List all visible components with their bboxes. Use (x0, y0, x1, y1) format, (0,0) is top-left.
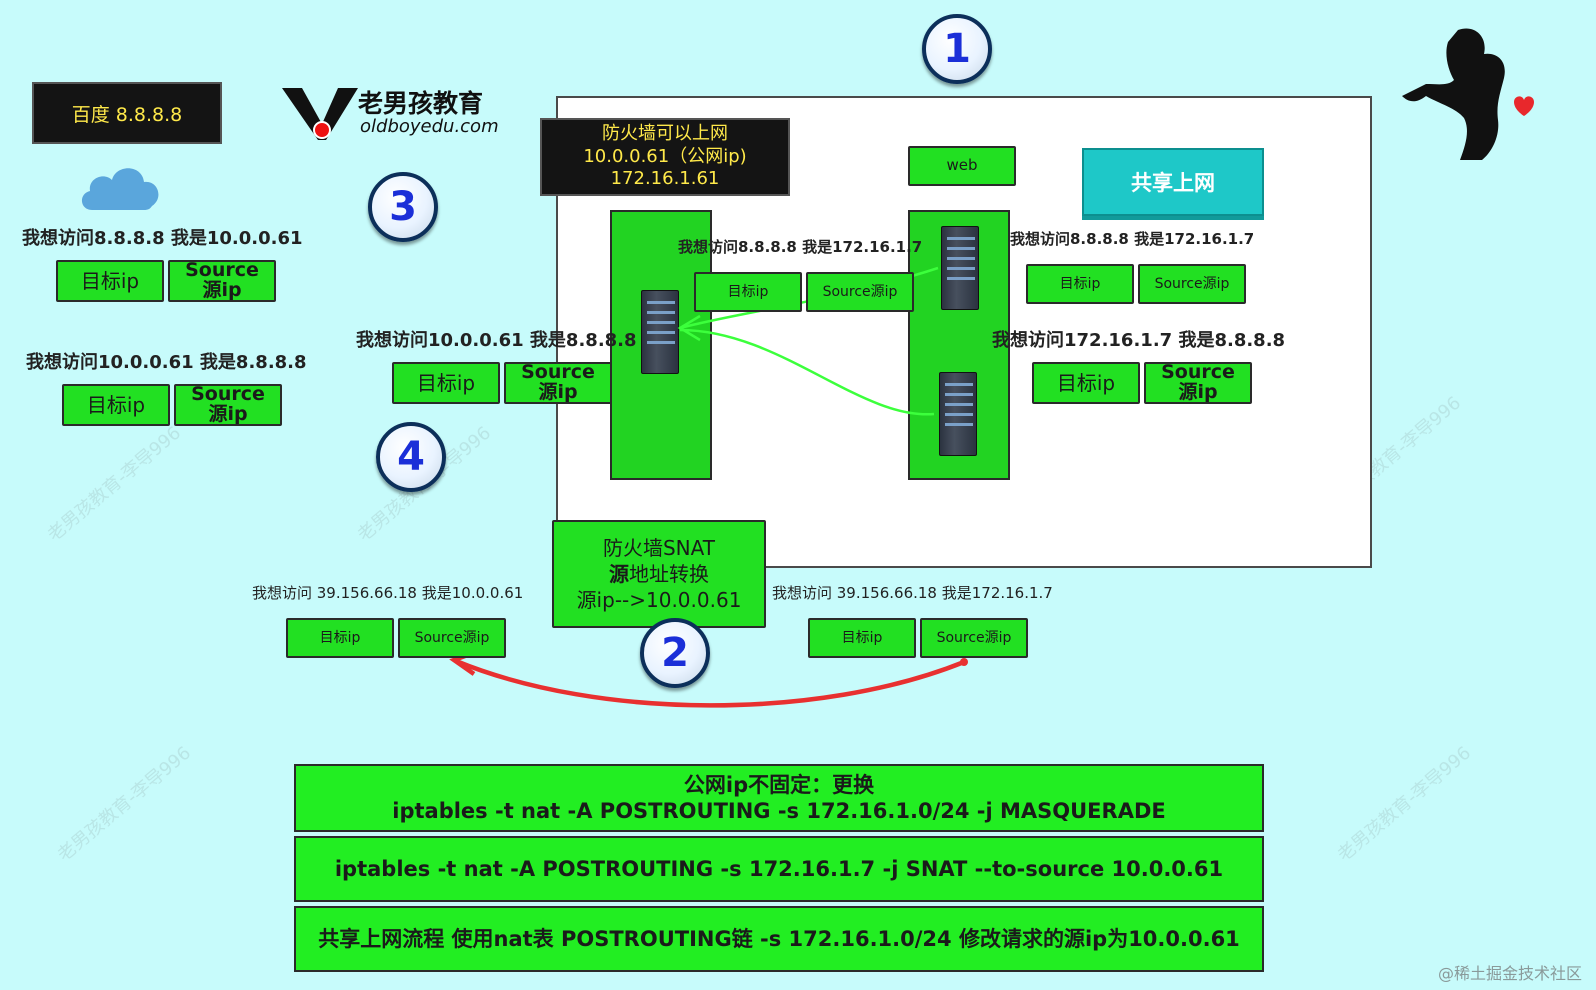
firewall-server-icon (641, 290, 679, 374)
mid-left-source-ip-label: 源ip (538, 381, 578, 403)
command-snat-box: iptables -t nat -A POSTROUTING -s 172.16… (294, 836, 1264, 902)
bottom-left-source-ip-box: Source源ip (398, 618, 506, 658)
bottom-left-target-ip-box: 目标ip (286, 618, 394, 658)
left-source-ip-label: Source (185, 259, 259, 282)
step-4-badge: 4 (376, 422, 446, 492)
left-source-ip-box: Source 源ip (168, 260, 276, 302)
left-source-ip-label: 源ip (202, 279, 242, 301)
left-request-label: 我想访问8.8.8.8 我是10.0.0.61 (22, 228, 303, 249)
command-summary-text: 共享上网流程 使用nat表 POSTROUTING链 -s 172.16.1.0… (318, 926, 1240, 951)
left-reply-target-ip-box: 目标ip (62, 384, 170, 426)
command-summary-box: 共享上网流程 使用nat表 POSTROUTING链 -s 172.16.1.0… (294, 906, 1264, 972)
step-3-badge: 3 (368, 172, 438, 242)
share-internet-label: 共享上网 (1131, 171, 1215, 195)
mid-left-target-ip-label: 目标ip (416, 370, 476, 395)
badge-number: 1 (943, 26, 971, 72)
web-label-box: web (908, 146, 1016, 186)
right-reply-source-ip-label: 源ip (1178, 381, 1218, 403)
right-target-ip-box: 目标ip (1026, 264, 1134, 304)
logo-mark-icon (282, 88, 358, 140)
mid-left-source-ip-box: Source 源ip (504, 362, 612, 404)
mid-left-target-ip-box: 目标ip (392, 362, 500, 404)
left-target-ip-box: 目标ip (56, 260, 164, 302)
firewall-title-line: 防火墙可以上网 (602, 123, 728, 145)
bottom-right-target-ip-box: 目标ip (808, 618, 916, 658)
bottom-right-source-ip-label: Source源ip (936, 629, 1012, 646)
command-masquerade-title: 公网ip不固定：更换 (683, 772, 875, 797)
left-target-ip-label: 目标ip (80, 268, 140, 293)
credit-label: @稀土掘金技术社区 (1437, 964, 1582, 983)
step-2-badge: 2 (640, 618, 710, 688)
firewall-title-line: 10.0.0.61（公网ip) (583, 145, 747, 167)
inner-source-ip-label: Source源ip (822, 283, 898, 300)
inner-source-ip-box: Source源ip (806, 272, 914, 312)
right-reply-source-ip-box: Source 源ip (1144, 362, 1252, 404)
badge-number: 4 (397, 434, 425, 480)
command-masquerade-box: 公网ip不固定：更换 iptables -t nat -A POSTROUTIN… (294, 764, 1264, 832)
left-reply-label: 我想访问10.0.0.61 我是8.8.8.8 (26, 352, 307, 373)
right-source-ip-box: Source源ip (1138, 264, 1246, 304)
bottom-left-target-ip-label: 目标ip (319, 629, 361, 646)
bottom-right-target-ip-label: 目标ip (841, 629, 883, 646)
cloud-icon (81, 168, 159, 210)
mid-left-label: 我想访问10.0.0.61 我是8.8.8.8 (356, 330, 637, 351)
share-internet-button[interactable]: 共享上网 (1082, 148, 1264, 216)
bottom-right-label: 我想访问 39.156.66.18 我是172.16.1.7 (772, 584, 1053, 602)
snat-line: 源ip-->10.0.0.61 (576, 588, 742, 612)
web-server-icon (939, 372, 977, 456)
right-reply-label: 我想访问172.16.1.7 我是8.8.8.8 (992, 330, 1286, 351)
left-reply-target-ip-label: 目标ip (86, 392, 146, 417)
left-reply-source-ip-label: 源ip (208, 403, 248, 425)
inner-target-ip-box: 目标ip (694, 272, 802, 312)
right-reply-target-ip-label: 目标ip (1056, 370, 1116, 395)
logo: 老男孩教育 oldboyedu.com (280, 84, 510, 144)
snat-source-emphasis: 源 (609, 562, 629, 586)
right-request-label: 我想访问8.8.8.8 我是172.16.1.7 (1010, 230, 1255, 248)
baidu-box: 百度 8.8.8.8 (32, 82, 222, 144)
mid-left-source-ip-label: Source (521, 361, 595, 384)
snat-line: 源地址转换 (609, 561, 709, 587)
web-label: web (946, 156, 978, 175)
inner-target-ip-label: 目标ip (727, 283, 769, 300)
snat-line-rest: 地址转换 (629, 562, 709, 586)
right-reply-target-ip-box: 目标ip (1032, 362, 1140, 404)
bottom-left-source-ip-label: Source源ip (414, 629, 490, 646)
logo-cn: 老男孩教育 (358, 89, 484, 118)
baidu-label: 百度 8.8.8.8 (71, 103, 183, 126)
step-1-badge: 1 (922, 14, 992, 84)
badge-number: 2 (661, 630, 689, 676)
firewall-title-box: 防火墙可以上网 10.0.0.61（公网ip) 172.16.1.61 (540, 118, 790, 196)
badge-number: 3 (389, 184, 417, 230)
left-reply-source-ip-label: Source (191, 383, 265, 406)
firewall-title-line: 172.16.1.61 (610, 168, 720, 190)
snat-line: 防火墙SNAT (602, 536, 715, 560)
command-snat-text: iptables -t nat -A POSTROUTING -s 172.16… (334, 856, 1224, 881)
inner-request-label: 我想访问8.8.8.8 我是172.16.1.7 (678, 238, 923, 256)
right-target-ip-label: 目标ip (1059, 275, 1101, 292)
silhouette-icon (1402, 28, 1534, 160)
bottom-right-source-ip-box: Source源ip (920, 618, 1028, 658)
right-source-ip-label: Source源ip (1154, 275, 1230, 292)
snat-box: 防火墙SNAT 源地址转换 源ip-->10.0.0.61 (552, 520, 766, 628)
left-reply-source-ip-box: Source 源ip (174, 384, 282, 426)
right-reply-source-ip-label: Source (1161, 361, 1235, 384)
command-masquerade-text: iptables -t nat -A POSTROUTING -s 172.16… (392, 799, 1166, 823)
bottom-left-label: 我想访问 39.156.66.18 我是10.0.0.61 (252, 584, 524, 602)
logo-en: oldboyedu.com (360, 116, 499, 137)
web-server-icon (941, 226, 979, 310)
